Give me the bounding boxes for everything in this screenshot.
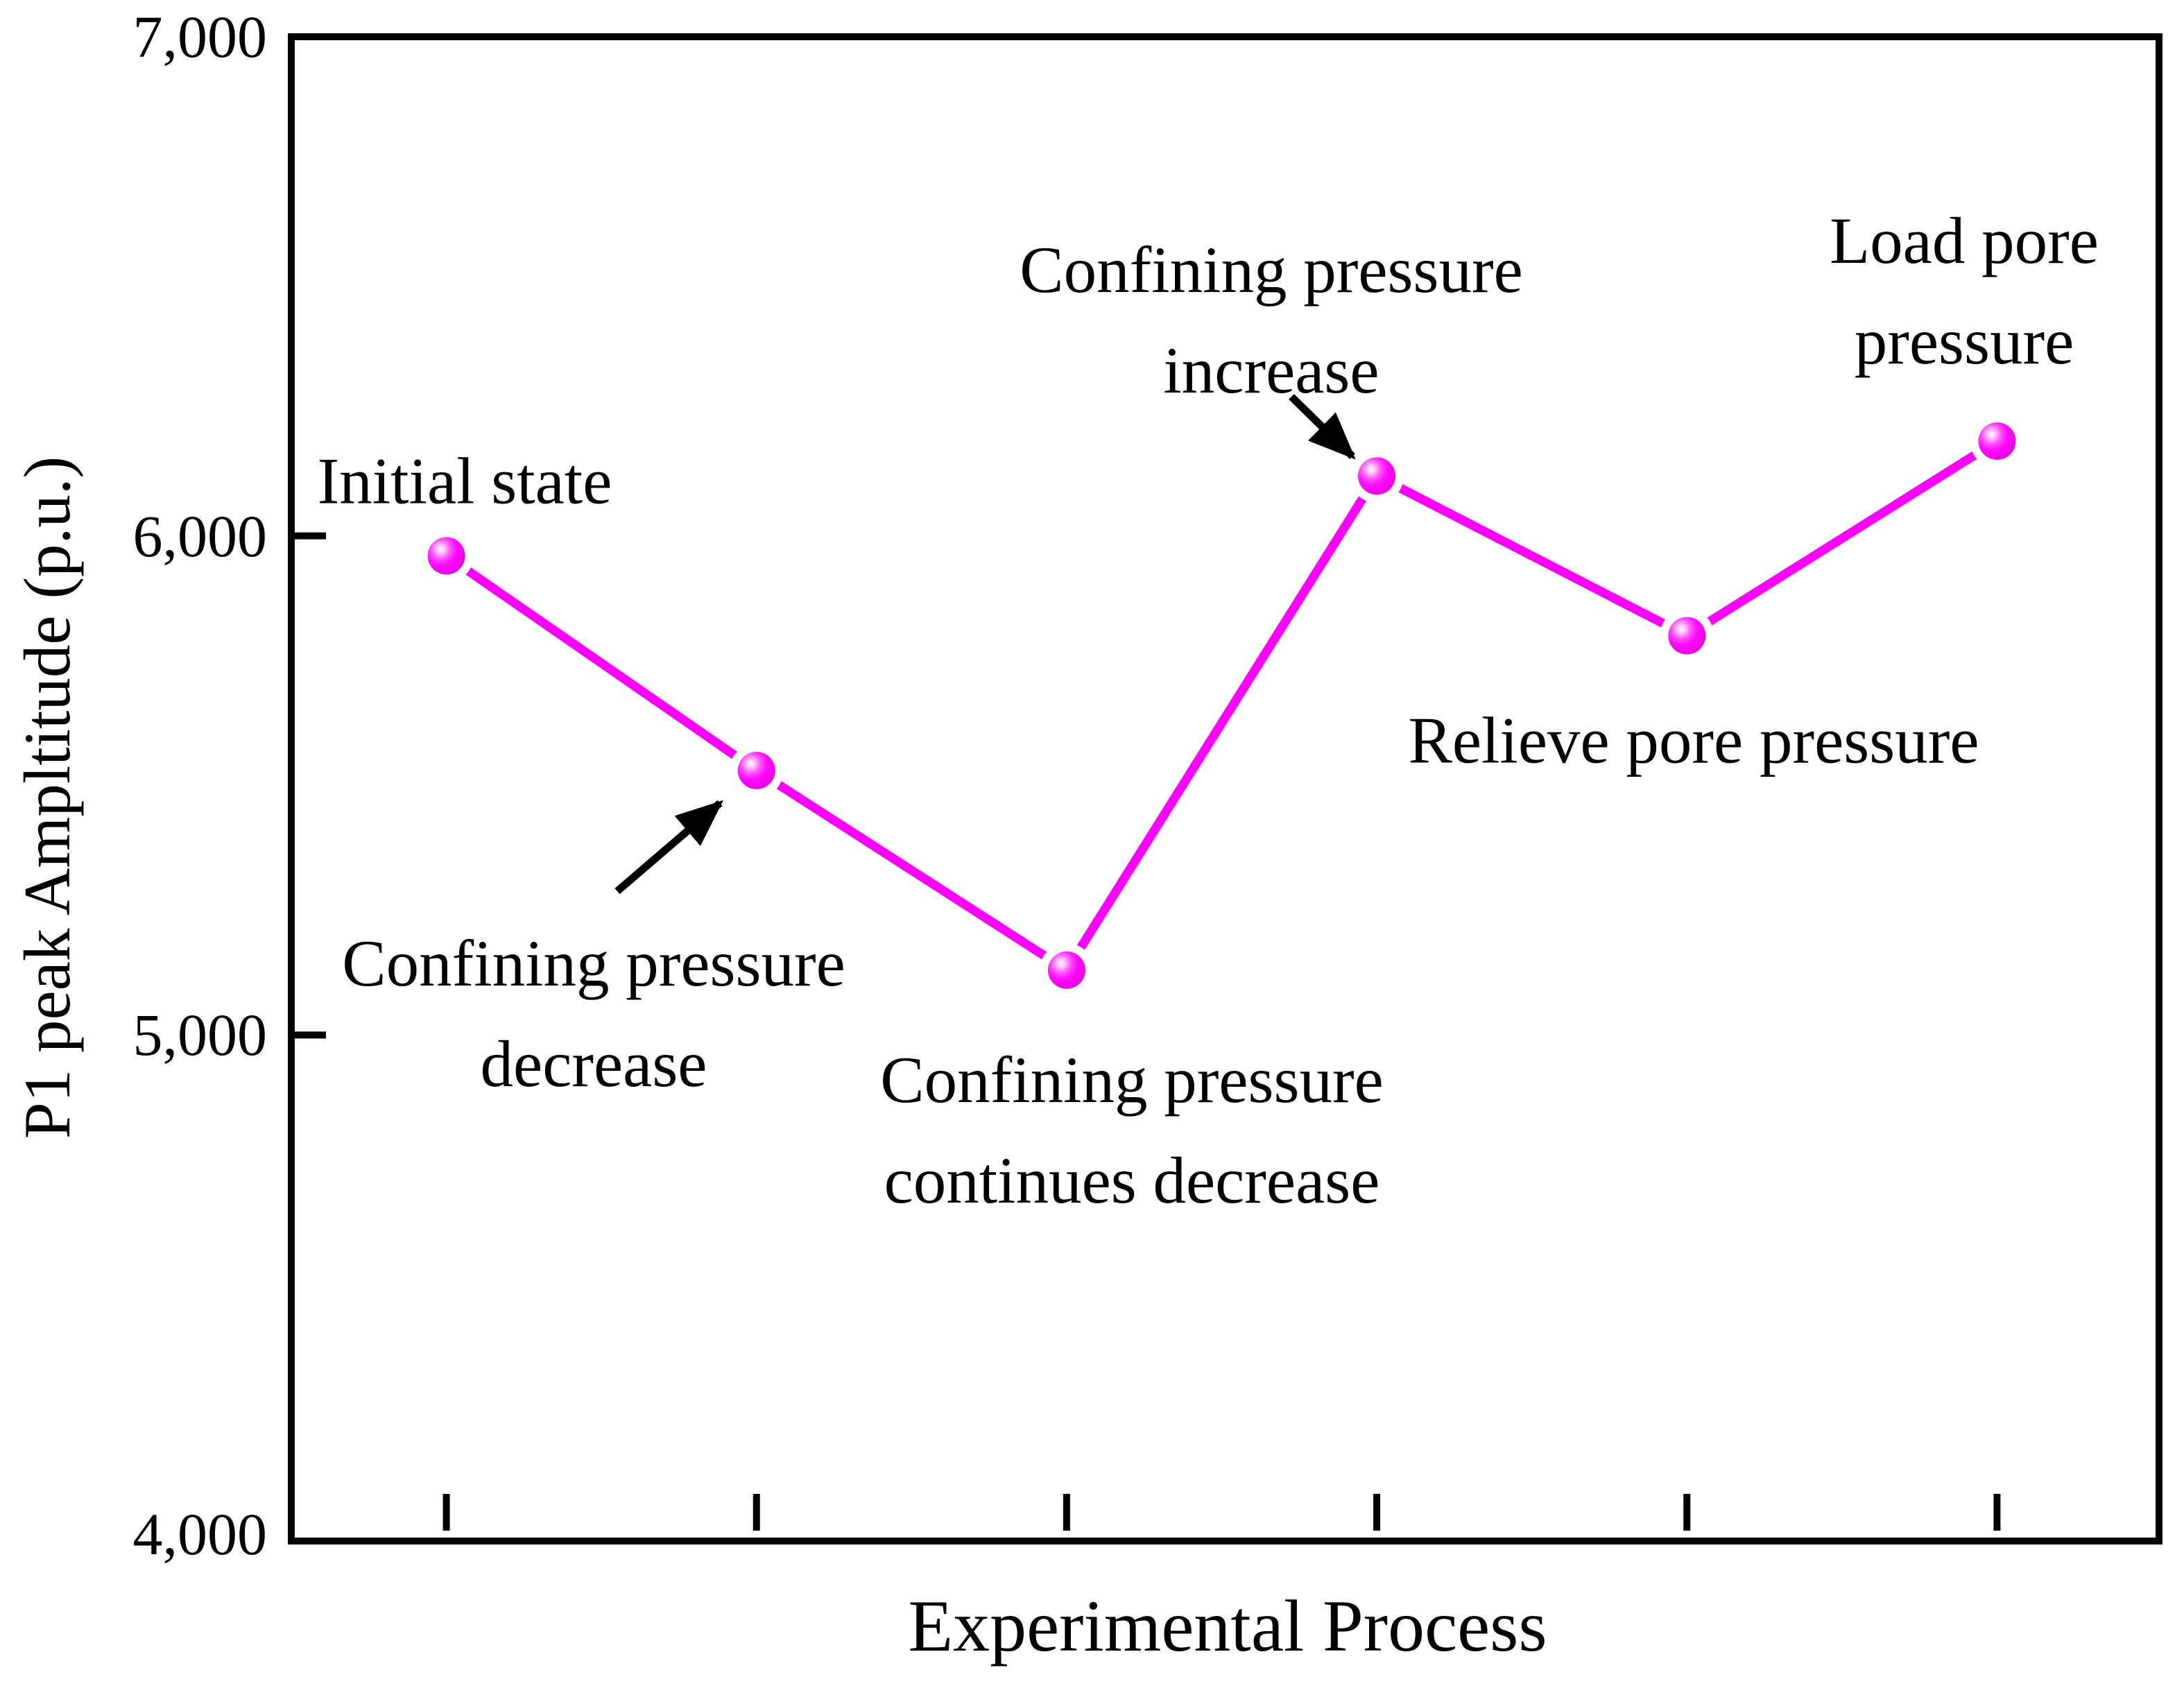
- annotation-text: Load pore: [1830, 204, 2099, 277]
- annotation-load-pore-pressure: Load pore pressure: [1830, 191, 2099, 392]
- annotation-text: Confining pressure: [880, 1043, 1384, 1117]
- annotation-relieve-pore-pressure: Relieve pore pressure: [1409, 691, 1979, 791]
- data-point-marker: [427, 537, 465, 575]
- annotation-confining-pressure-increase: Confining pressure increase: [1020, 220, 1523, 421]
- annotation-text: pressure: [1854, 304, 2074, 378]
- series-line: [443, 437, 2000, 976]
- annotation-text: Relieve pore pressure: [1408, 703, 1979, 777]
- axis-ticks: [295, 532, 2001, 1531]
- data-point-markers: [419, 413, 2024, 997]
- annotation-text: Initial state: [317, 444, 612, 518]
- plot-frame: [288, 33, 2162, 1545]
- data-point-marker: [1047, 951, 1085, 989]
- annotation-arrow: [1289, 394, 1356, 460]
- annotation-text: continues decrease: [884, 1144, 1380, 1217]
- data-point-marker: [1668, 617, 1706, 655]
- annotation-arrow: [614, 800, 724, 895]
- y-tick-label: 5,000: [132, 1001, 268, 1069]
- x-axis-title: Experimental Process: [908, 1585, 1547, 1667]
- annotation-arrows: [614, 394, 1356, 895]
- annotation-text: increase: [1163, 334, 1379, 407]
- y-tick-label: 4,000: [132, 1501, 268, 1567]
- annotation-confining-pressure-continues-decrease: Confining pressure continues decrease: [880, 1030, 1384, 1231]
- y-tick-label: 6,000: [132, 502, 268, 569]
- y-tick-label: 7,000: [132, 3, 268, 70]
- annotation-confining-pressure-decrease: Confining pressure decrease: [342, 913, 845, 1115]
- annotation-initial-state: Initial state: [318, 431, 612, 532]
- annotation-text: Confining pressure: [342, 927, 845, 1000]
- series-line-group: [443, 437, 2000, 976]
- data-point-marker: [1978, 422, 2016, 460]
- data-point-marker: [737, 751, 775, 789]
- annotation-text: decrease: [480, 1027, 707, 1101]
- data-point-marker: [1358, 457, 1396, 495]
- annotation-text: Confining pressure: [1020, 233, 1523, 307]
